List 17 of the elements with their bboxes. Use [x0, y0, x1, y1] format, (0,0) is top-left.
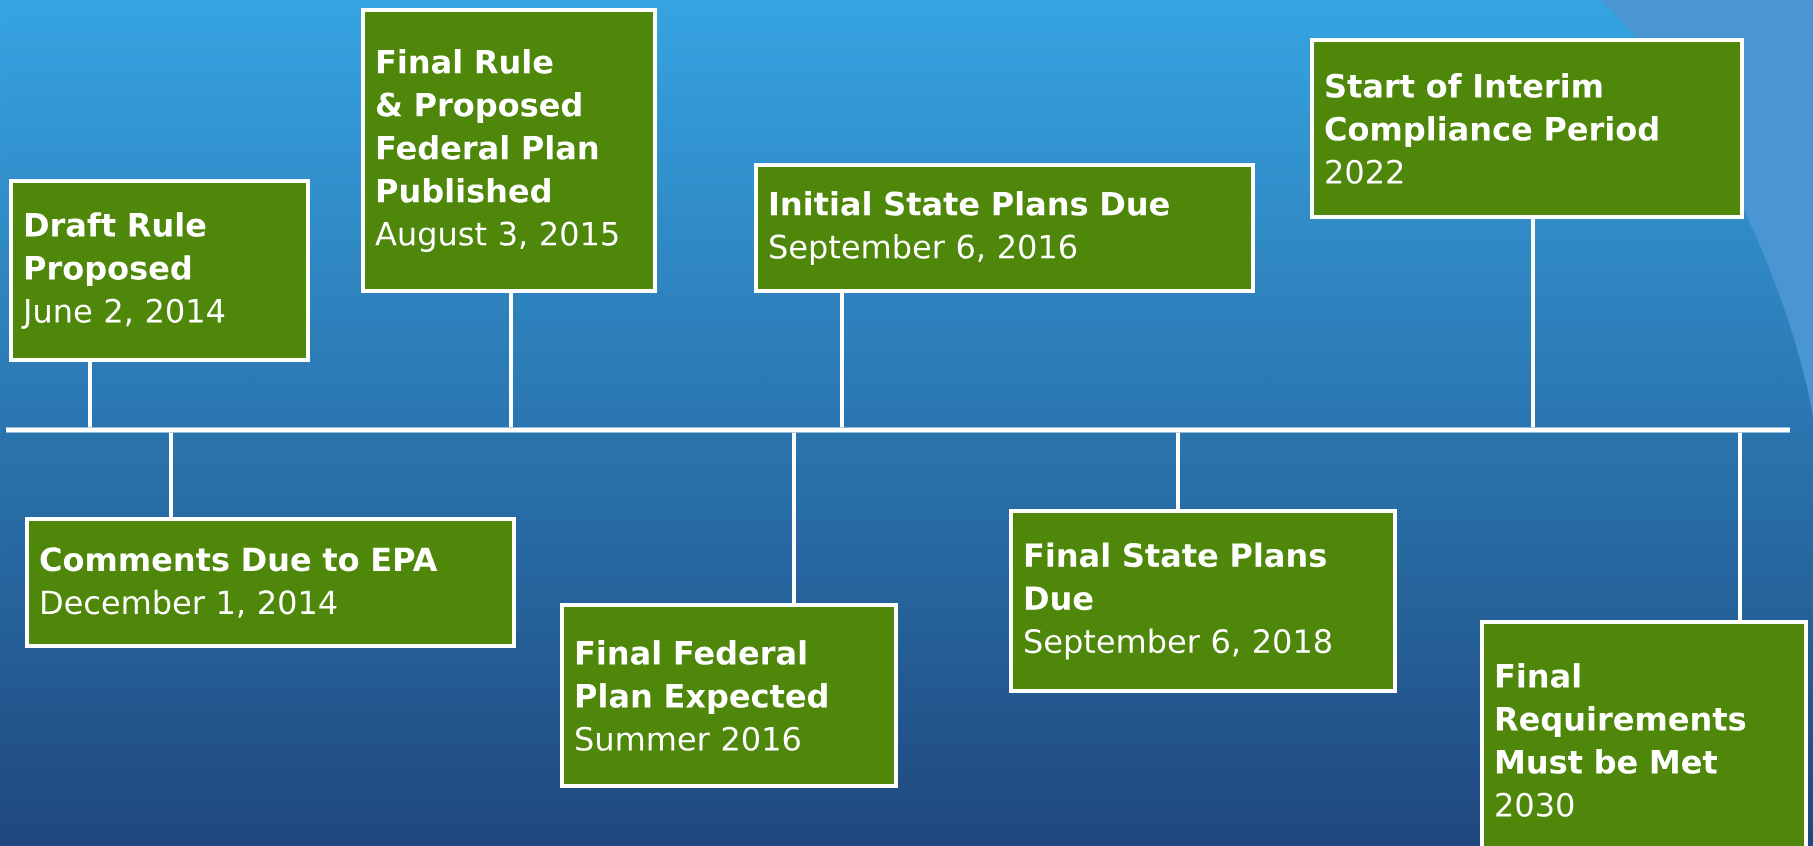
milestone-box: Final Requirements Must be Met 2030 [1480, 620, 1808, 846]
connector-line [792, 432, 796, 603]
connector-line [509, 293, 513, 428]
timeline-bar [6, 427, 1790, 433]
milestone-box: Final Rule & Proposed Federal Plan Published August 3, 2015 [361, 8, 657, 293]
milestone-box: Start of Interim Compliance Period 2022 [1310, 38, 1744, 219]
connector-line [1176, 432, 1180, 509]
connector-line [1738, 432, 1742, 620]
milestone-box: Initial State Plans Due September 6, 2016 [754, 163, 1255, 293]
connector-line [169, 432, 173, 517]
milestone-box: Final Federal Plan Expected Summer 2016 [560, 603, 898, 788]
milestone-box: Comments Due to EPA December 1, 2014 [25, 517, 516, 648]
connector-line [88, 362, 92, 428]
milestone-box: Draft Rule Proposed June 2, 2014 [9, 179, 310, 362]
connector-line [1531, 219, 1535, 428]
connector-line [840, 293, 844, 428]
milestone-box: Final State Plans Due September 6, 2018 [1009, 509, 1397, 693]
